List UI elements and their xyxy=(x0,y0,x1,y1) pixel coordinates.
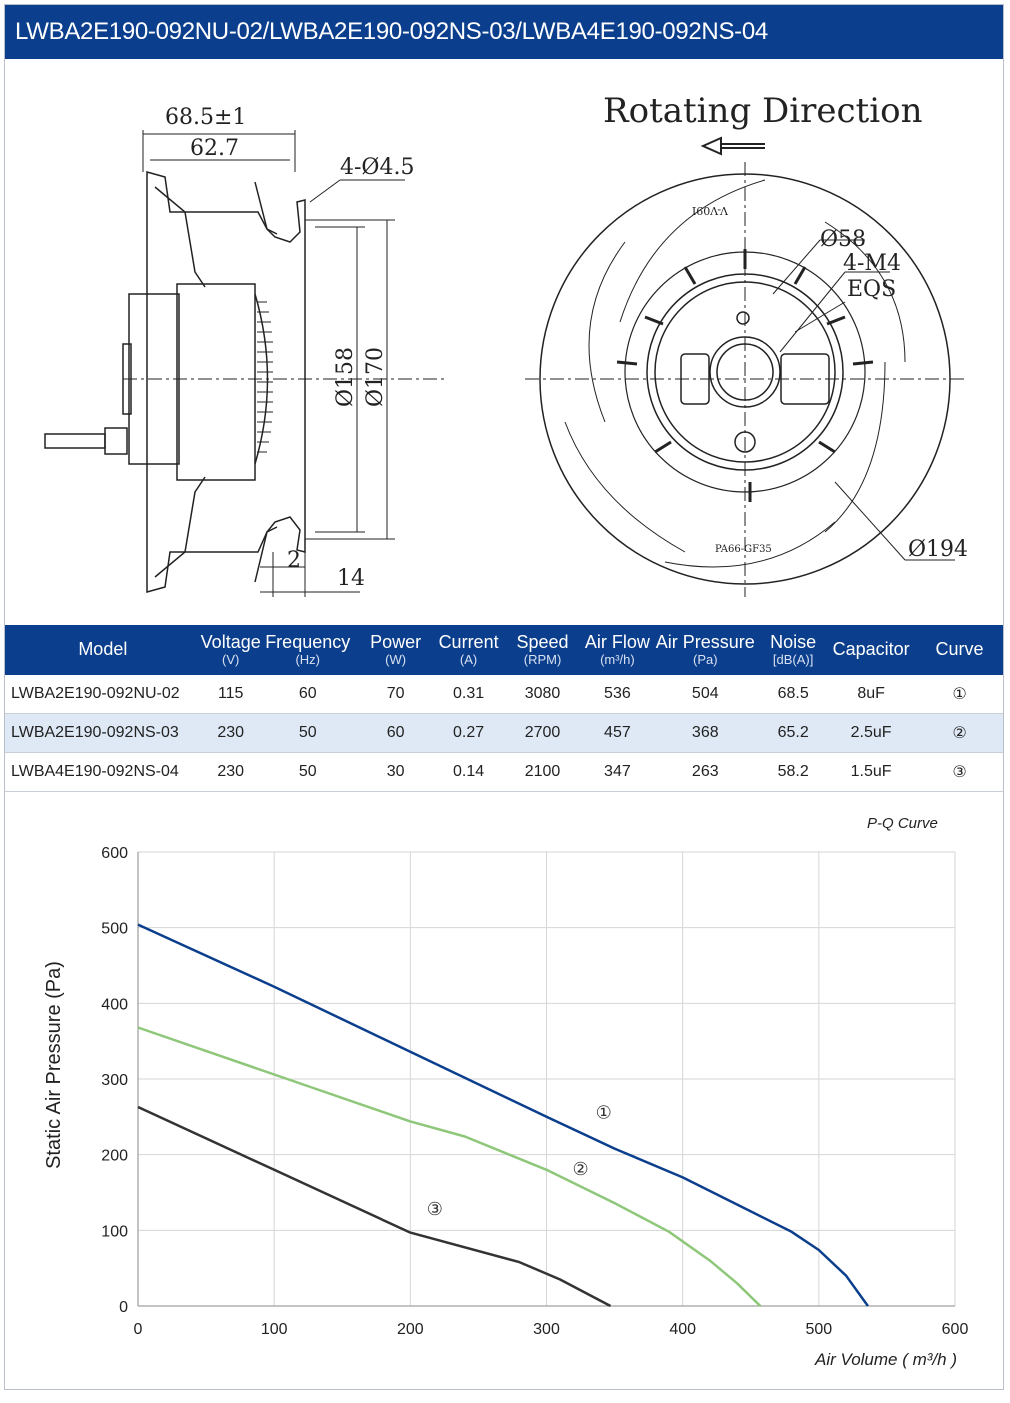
cell-capacitor: 2.5uF xyxy=(826,713,917,753)
col-header-model: Model xyxy=(5,625,201,675)
technical-drawing: 68.5±1 62.7 4-Ø4.5 Ø158 Ø170 2 14 Rotati… xyxy=(5,62,1003,622)
table-row: LWBA4E190-092NS-04 230 50 30 0.14 2100 3… xyxy=(5,752,1003,792)
cell-current: 0.27 xyxy=(436,713,501,753)
dim-14: 14 xyxy=(337,566,365,591)
x-tick-label: 300 xyxy=(533,1321,560,1338)
x-tick-label: 100 xyxy=(261,1321,288,1338)
series-line-2 xyxy=(137,1026,762,1307)
dim-dia-194: Ø194 xyxy=(908,537,968,562)
col-header-speed: Speed(RPM) xyxy=(500,625,585,675)
page-frame xyxy=(4,4,1004,1390)
x-tick-label: 0 xyxy=(134,1321,143,1338)
pq-chart: P-Q Curve Static Air Pressure (Pa) Air V… xyxy=(5,790,1003,1390)
y-tick-label: 500 xyxy=(101,921,128,938)
dim-holes: 4-Ø4.5 xyxy=(340,155,414,180)
cell-air-flow: 457 xyxy=(584,713,651,753)
cell-speed: 2700 xyxy=(500,713,585,753)
side-cable xyxy=(44,433,106,449)
rotating-direction-arrow-icon xyxy=(700,136,765,156)
x-tick-label: 200 xyxy=(397,1321,424,1338)
cell-air-pressure: 263 xyxy=(650,752,761,792)
table-header-row: Model Voltage(V) Frequency(Hz) Power(W) … xyxy=(5,625,1003,675)
front-center-hole xyxy=(709,336,781,408)
col-header-air-flow: Air Flow(m³/h) xyxy=(584,625,651,675)
page-title: LWBA2E190-092NU-02/LWBA2E190-092NS-03/LW… xyxy=(5,5,1003,59)
col-header-air-pressure: Air Pressure(Pa) xyxy=(650,625,761,675)
col-header-capacitor: Capacitor xyxy=(826,625,917,675)
cell-curve: ③ xyxy=(916,752,1003,792)
cell-model: LWBA2E190-092NS-03 xyxy=(5,713,201,753)
table-row: LWBA2E190-092NS-03 230 50 60 0.27 2700 4… xyxy=(5,713,1003,753)
cell-speed: 2100 xyxy=(500,752,585,792)
cell-model: LWBA2E190-092NU-02 xyxy=(5,675,201,714)
cell-noise: 58.2 xyxy=(760,752,827,792)
pq-chart-svg: P-Q Curve Static Air Pressure (Pa) Air V… xyxy=(43,815,969,1369)
col-header-curve: Curve xyxy=(916,625,1003,675)
side-motor-cap xyxy=(128,293,180,465)
cell-model: LWBA4E190-092NS-04 xyxy=(5,752,201,792)
dim-dia-158: Ø158 xyxy=(333,347,358,407)
cell-air-pressure: 504 xyxy=(650,675,761,714)
cell-noise: 68.5 xyxy=(760,675,827,714)
col-header-noise: Noise[dB(A)] xyxy=(760,625,827,675)
x-tick-label: 500 xyxy=(805,1321,832,1338)
curve-annotation-2: ② xyxy=(572,1159,588,1179)
dim-2: 2 xyxy=(287,548,301,573)
front-top-mark: V-V09I xyxy=(692,204,729,217)
col-header-current: Current(A) xyxy=(436,625,501,675)
cell-voltage: 230 xyxy=(200,752,261,792)
cell-air-pressure: 368 xyxy=(650,713,761,753)
cell-speed: 3080 xyxy=(500,675,585,714)
y-tick-label: 100 xyxy=(101,1223,128,1240)
cell-frequency: 50 xyxy=(260,713,355,753)
y-tick-label: 0 xyxy=(119,1299,128,1316)
side-motor-body xyxy=(176,283,256,481)
cell-frequency: 60 xyxy=(260,675,355,714)
rotating-direction-label: Rotating Direction xyxy=(603,91,922,131)
cell-noise: 65.2 xyxy=(760,713,827,753)
dim-dia-58: Ø58 xyxy=(820,227,866,252)
series-line-1 xyxy=(137,923,869,1307)
cell-voltage: 115 xyxy=(200,675,261,714)
col-header-voltage: Voltage(V) xyxy=(200,625,261,675)
spec-table: Model Voltage(V) Frequency(Hz) Power(W) … xyxy=(5,625,1003,792)
front-bottom-mark: PA66-GF35 xyxy=(715,544,772,555)
cell-current: 0.31 xyxy=(436,675,501,714)
table-row: LWBA2E190-092NU-02 115 60 70 0.31 3080 5… xyxy=(5,675,1003,714)
col-header-power: Power(W) xyxy=(354,625,437,675)
curve-annotation-3: ③ xyxy=(427,1199,443,1219)
y-tick-label: 400 xyxy=(101,996,128,1013)
cell-voltage: 230 xyxy=(200,713,261,753)
cell-current: 0.14 xyxy=(436,752,501,792)
label-eqs: EQS xyxy=(847,277,896,302)
cell-frequency: 50 xyxy=(260,752,355,792)
chart-title: P-Q Curve xyxy=(867,815,938,832)
y-tick-label: 200 xyxy=(101,1148,128,1165)
cell-air-flow: 536 xyxy=(584,675,651,714)
x-axis-label: Air Volume ( m³/h ) xyxy=(814,1350,957,1369)
x-tick-label: 600 xyxy=(942,1321,969,1338)
drawing-svg: 68.5±1 62.7 4-Ø4.5 Ø158 Ø170 2 14 Rotati… xyxy=(44,91,968,597)
cell-power: 70 xyxy=(354,675,437,714)
dim-width-tol: 68.5±1 xyxy=(165,105,246,130)
cell-curve: ② xyxy=(916,713,1003,753)
dim-4-m4: 4-M4 xyxy=(843,251,901,276)
curve-annotation-1: ① xyxy=(596,1102,612,1122)
cell-air-flow: 347 xyxy=(584,752,651,792)
cell-power: 60 xyxy=(354,713,437,753)
col-header-frequency: Frequency(Hz) xyxy=(260,625,355,675)
cell-capacitor: 1.5uF xyxy=(826,752,917,792)
y-tick-label: 300 xyxy=(101,1072,128,1089)
x-tick-label: 400 xyxy=(669,1321,696,1338)
dim-width: 62.7 xyxy=(190,136,239,161)
cell-power: 30 xyxy=(354,752,437,792)
y-axis-label: Static Air Pressure (Pa) xyxy=(43,961,65,1169)
dim-dia-170: Ø170 xyxy=(363,347,388,407)
side-impeller-outline xyxy=(146,171,306,593)
series-line-3 xyxy=(137,1105,612,1308)
cell-curve: ① xyxy=(916,675,1003,714)
y-tick-label: 600 xyxy=(101,845,128,862)
cell-capacitor: 8uF xyxy=(826,675,917,714)
